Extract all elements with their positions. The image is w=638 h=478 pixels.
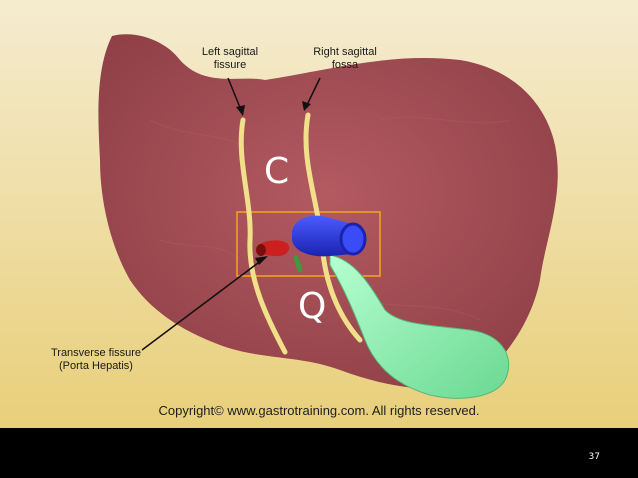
- transverse-pointer: [141, 259, 263, 351]
- transverse-label: Transverse fissure (Porta Hepatis): [36, 347, 156, 373]
- right-sagittal-line2: fossa: [331, 59, 359, 71]
- lobe-caudate-label: C: [264, 151, 289, 192]
- right-sagittal-arrowhead: [302, 101, 311, 111]
- left-sagittal-fissure: [238, 117, 288, 355]
- portal-vein-opening: [339, 222, 367, 256]
- left-sagittal-line1: Left sagittal: [201, 46, 259, 58]
- page-number: 37: [588, 452, 600, 462]
- right-sagittal-label: Right sagittal fossa: [300, 46, 390, 72]
- lobe-quadrate-label: Q: [298, 286, 326, 327]
- transverse-arrowhead: [255, 256, 268, 265]
- porta-hepatis-highlight-box: [236, 211, 381, 277]
- hepatic-artery-lumen: [256, 244, 266, 256]
- slide-footer-bar: [0, 428, 638, 478]
- left-sagittal-arrowhead: [236, 105, 245, 116]
- left-sagittal-pointer: [227, 77, 242, 111]
- bile-duct: [293, 255, 303, 273]
- left-sagittal-label: Left sagittal fissure: [190, 46, 270, 72]
- right-sagittal-pointer: [306, 77, 321, 106]
- gallbladder: [329, 254, 510, 399]
- liver-texture: [149, 116, 511, 321]
- copyright-notice: Copyright© www.gastrotraining.com. All r…: [158, 403, 480, 418]
- right-sagittal-line1: Right sagittal: [313, 46, 377, 58]
- left-sagittal-line2: fissure: [213, 59, 247, 71]
- transverse-line2: (Porta Hepatis): [59, 360, 133, 372]
- hepatic-artery: [258, 240, 290, 257]
- transverse-line1: Transverse fissure: [50, 347, 142, 359]
